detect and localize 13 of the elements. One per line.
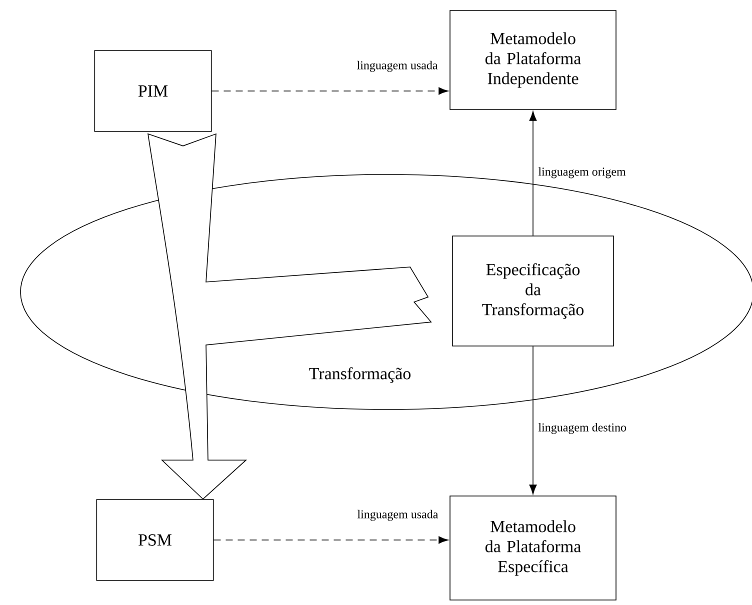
arrow xyxy=(213,536,448,544)
box: Metamodelo da Plataforma Específica xyxy=(450,496,616,600)
arrow xyxy=(529,346,537,494)
box: Especificação da Transformação xyxy=(452,236,614,346)
box: PSM xyxy=(96,499,214,581)
box: PIM xyxy=(94,50,212,132)
edge-label: linguagem usada xyxy=(356,508,440,522)
edge-label: linguagem usada xyxy=(356,60,439,73)
arrow xyxy=(529,111,537,236)
box: Metamodelo da Plataforma Independente xyxy=(450,10,616,110)
edge-label: linguagem destino xyxy=(537,422,628,435)
arrow xyxy=(211,87,448,95)
block-arrow xyxy=(148,134,432,500)
